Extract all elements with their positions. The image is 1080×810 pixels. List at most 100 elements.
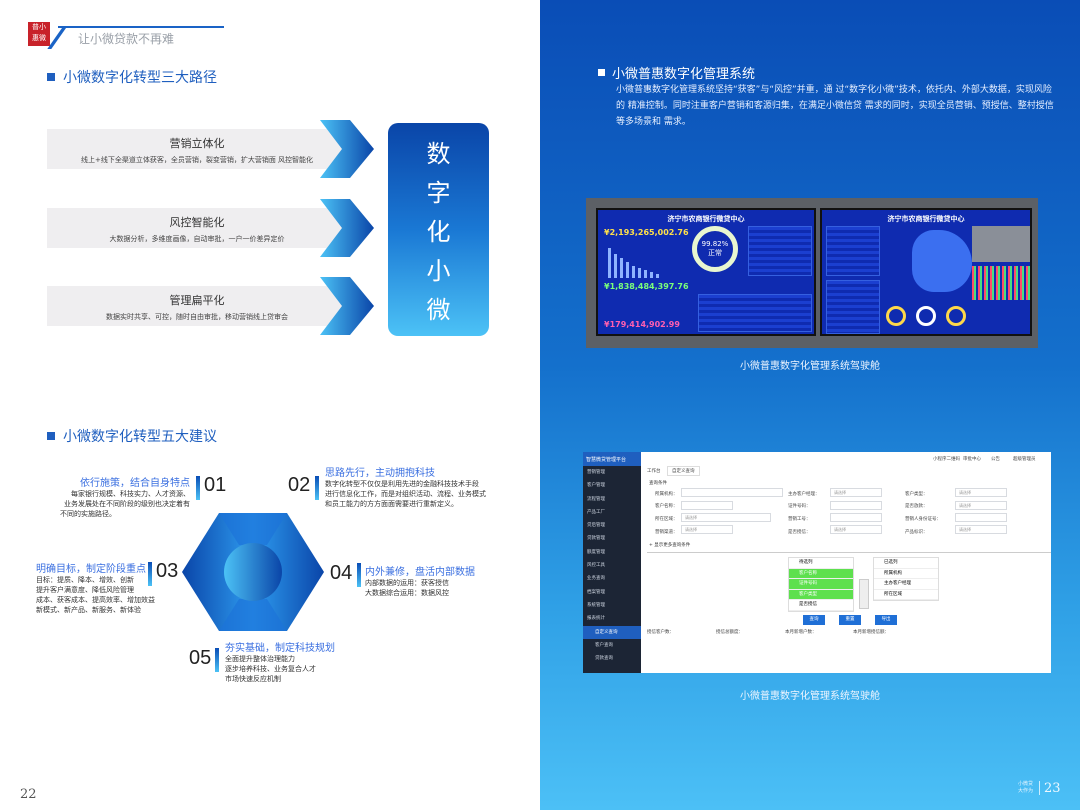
query-group-label: 查询条件	[649, 481, 667, 486]
transfer-buttons[interactable]	[859, 579, 869, 609]
box-char: 微	[426, 296, 451, 324]
org-select[interactable]	[681, 488, 783, 497]
bar-chart	[608, 244, 659, 278]
section-title-text: 小微普惠数字化管理系统	[612, 67, 756, 82]
menu-item[interactable]: 业务查询	[587, 576, 605, 582]
list-item[interactable]: 主办客户经理	[874, 579, 938, 590]
advice-line: 成本、获客成本、提高效率、增加效益	[36, 596, 155, 604]
top-link[interactable]: 小程序二维码	[933, 457, 960, 462]
header-divider	[58, 26, 224, 28]
menu-item[interactable]: 贷款查询	[595, 656, 613, 662]
menu-item[interactable]: 产品工厂	[587, 509, 605, 515]
customer-type-select[interactable]: 请选择	[955, 488, 1007, 497]
accent-bar	[315, 476, 319, 500]
advice-01: 依行施策，结合自身特点 每家银行规模、科技实力、人才资源、 业务发展处在不同阶段…	[40, 474, 190, 519]
total-label: 本月新增授信额：	[853, 630, 889, 635]
menu-item[interactable]: 额度管理	[587, 549, 605, 555]
section-title-text: 小微数字化转型五大建议	[63, 429, 217, 445]
ring-chart	[886, 306, 906, 326]
bullet-square-icon	[598, 69, 605, 76]
field-label: 营销渠道：	[655, 530, 678, 535]
export-button[interactable]: 导出	[875, 615, 897, 625]
menu-item[interactable]: 系统管理	[587, 602, 605, 608]
menu-item[interactable]: 报表统计	[587, 616, 605, 622]
chevron-arrow-icon	[320, 199, 374, 257]
advice-number: 05	[189, 647, 212, 669]
advice-title: 夯实基础，制定科技规划	[225, 643, 335, 654]
advice-number: 04	[330, 562, 353, 584]
staff-no-input[interactable]	[830, 513, 882, 522]
box-char: 小	[426, 257, 451, 285]
advice-line: 新模式、新产品、新服务、新体验	[36, 606, 141, 614]
accent-bar	[357, 563, 361, 587]
advice-number: 02	[288, 474, 311, 496]
box-char: 字	[426, 179, 451, 207]
accent-bar	[196, 476, 200, 500]
advice-line: 目标：提质、降本、增效、创新	[36, 576, 134, 584]
list-item[interactable]: 客户名称	[789, 568, 853, 579]
selected-columns-list[interactable]: 已选列 所属机构 主办客户经理 所在区域	[873, 557, 939, 601]
bullet-square-icon	[47, 73, 55, 81]
data-table	[826, 226, 880, 276]
ring-chart	[916, 306, 936, 326]
gauge-value: 99.82%	[701, 240, 729, 248]
channel-select[interactable]: 请选择	[681, 525, 733, 534]
path-title: 营销立体化	[169, 137, 225, 150]
gauge-label: 正常	[708, 249, 722, 257]
advice-title: 明确目标，制定阶段重点	[36, 564, 146, 575]
management-system-screenshot: 智慧微贷管理平台 营销管理 客户管理 流程管理 产品工厂 贷后管理 贷款管理 额…	[583, 452, 1051, 673]
available-columns-list[interactable]: 待选列 客户名称 证件号码 客户类型 是否授信	[788, 557, 854, 612]
top-link[interactable]: 审批中心	[963, 457, 981, 462]
video-feed	[972, 226, 1030, 262]
data-table	[698, 294, 812, 332]
advice-line: 全面提升整体治理能力	[225, 655, 295, 663]
query-button[interactable]: 查询	[803, 615, 825, 625]
advice-line: 市场快速反应机制	[225, 675, 281, 683]
path-row-marketing: 营销立体化线上+线下全渠道立体获客，全员营销，裂变营销，扩大营销面 风控智能化	[47, 129, 347, 169]
menu-item[interactable]: 风控工具	[587, 563, 605, 569]
menu-item[interactable]: 客户管理	[587, 483, 605, 489]
menu-item[interactable]: 客户查询	[595, 642, 613, 648]
list-item[interactable]: 证件号码	[789, 579, 853, 590]
more-conditions-link[interactable]: + 显示更多查询条件	[649, 543, 691, 548]
field-label: 所属机构：	[655, 492, 678, 497]
id-number-input[interactable]	[830, 501, 882, 510]
tab-workbench[interactable]: 工作台	[647, 469, 661, 474]
marketer-id-input[interactable]	[955, 513, 1007, 522]
credit-select[interactable]: 请选择	[830, 525, 882, 534]
menu-item-active[interactable]: 自定义查询	[583, 625, 641, 639]
advice-line: 进行信息化工作，而是对组织活动、流程、业务模式	[325, 490, 486, 498]
area-select[interactable]: 请选择	[681, 513, 771, 522]
bullet-square-icon	[47, 432, 55, 440]
field-label: 产品标识：	[905, 530, 928, 535]
list-item[interactable]: 所属机构	[874, 569, 938, 579]
hexagon-graphic	[182, 513, 324, 631]
loan-select[interactable]: 请选择	[955, 501, 1007, 510]
top-link[interactable]: 超级管理员	[1013, 457, 1036, 462]
list-item[interactable]: 所在区域	[874, 590, 938, 600]
top-link[interactable]: 公告	[991, 457, 1000, 462]
menu-item[interactable]: 档案管理	[587, 589, 605, 595]
list-item[interactable]: 是否授信	[789, 600, 853, 611]
menu-item[interactable]: 贷款管理	[587, 536, 605, 542]
menu-item[interactable]: 贷后管理	[587, 523, 605, 529]
path-desc: 数据实时共享、可控，随时自由审批，移动营销线上贷审会	[106, 313, 288, 321]
menu-item[interactable]: 营销管理	[587, 470, 605, 475]
tab-custom-query[interactable]: 自定义查询	[667, 466, 700, 476]
total-label: 授信客户数：	[647, 630, 674, 635]
section-title-paths: 小微数字化转型三大路径	[47, 67, 217, 87]
chevron-arrow-icon	[320, 120, 374, 178]
section-title-advices: 小微数字化转型五大建议	[47, 426, 217, 446]
customer-name-input[interactable]	[681, 501, 733, 510]
advice-02: 思路先行，主动拥抱科技 数字化转型不仅仅是利用先进的金融科技技术手段 进行信息化…	[325, 464, 486, 509]
data-table	[826, 280, 880, 334]
field-label: 所在区域：	[655, 517, 678, 522]
product-select[interactable]: 请选择	[955, 525, 1007, 534]
sidebar: 智慧微贷管理平台 营销管理 客户管理 流程管理 产品工厂 贷后管理 贷款管理 额…	[583, 452, 641, 673]
reset-button[interactable]: 重置	[839, 615, 861, 625]
list-item[interactable]: 客户类型	[789, 589, 853, 600]
manager-select[interactable]: 请选择	[830, 488, 882, 497]
advice-line: 不同的实施路径。	[60, 510, 116, 518]
ring-chart	[946, 306, 966, 326]
menu-item[interactable]: 流程管理	[587, 496, 605, 502]
